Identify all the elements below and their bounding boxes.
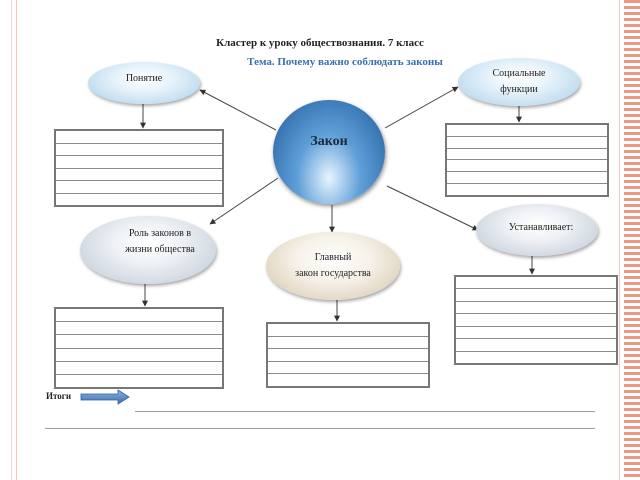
node-establishes: Устанавливает:	[476, 204, 598, 256]
arrow-to-concept	[199, 89, 277, 131]
summary-line-2[interactable]	[45, 428, 595, 429]
answer-box-main-law[interactable]	[266, 322, 430, 388]
worksheet-title: Кластер к уроку обществознания. 7 класс	[216, 37, 424, 49]
answer-box-establishes[interactable]	[454, 275, 618, 365]
node-main-law-line2: закон государства	[295, 268, 371, 279]
itogi-label: Итоги	[46, 391, 72, 401]
node-social-functions-line2: функции	[500, 84, 538, 95]
node-social-functions-line1: Социальные	[492, 68, 546, 79]
arrow-to-social-functions	[384, 86, 459, 129]
node-concept-label: Понятие	[125, 73, 163, 84]
node-main-law: Главный закон государства	[266, 232, 400, 300]
answer-box-concept[interactable]	[54, 129, 224, 207]
node-center-law-label: Закон	[310, 134, 348, 149]
node-establishes-label: Устанавливает:	[508, 222, 574, 233]
answer-box-role[interactable]	[54, 307, 224, 389]
slide-left-border	[6, 0, 17, 480]
node-center-law: Закон	[273, 100, 385, 204]
arrow-to-role	[209, 177, 279, 225]
itogi-arrow-icon	[80, 389, 130, 405]
slide-right-border-line	[619, 0, 620, 480]
node-main-law-line1: Главный	[314, 252, 352, 263]
node-role: Роль законов в жизни общества	[80, 216, 216, 284]
node-concept: Понятие	[88, 62, 200, 104]
answer-box-social-functions[interactable]	[445, 123, 609, 197]
summary-line-1[interactable]	[135, 411, 595, 412]
worksheet-subtitle: Тема. Почему важно соблюдать законы	[247, 56, 443, 68]
node-role-line1: Роль законов в	[128, 228, 192, 239]
node-role-line2: жизни общества	[125, 244, 195, 255]
node-social-functions: Социальные функции	[458, 58, 580, 106]
arrow-to-establishes	[386, 185, 479, 231]
slide-right-border-stripes	[624, 0, 640, 480]
